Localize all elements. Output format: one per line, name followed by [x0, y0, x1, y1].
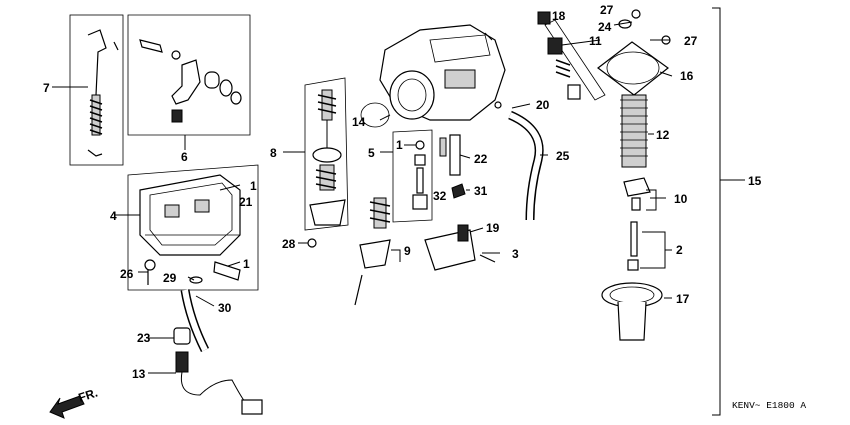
label-25: 25 [556, 149, 570, 163]
fr-label: FR. [77, 386, 100, 405]
part-5-group [380, 129, 433, 223]
label-17: 17 [676, 292, 690, 306]
label-12: 12 [656, 128, 670, 142]
label-18: 18 [552, 9, 566, 23]
label-28: 28 [282, 237, 296, 251]
part-9-group [354, 197, 391, 306]
label-26: 26 [120, 267, 134, 281]
label-24: 24 [598, 20, 612, 34]
carburetor-body [360, 24, 506, 128]
label-8: 8 [270, 146, 277, 160]
label-2: 2 [676, 243, 683, 257]
diagram-code: KENV~ E1800 A [732, 400, 806, 411]
label-9: 9 [404, 244, 411, 258]
label-16: 16 [680, 69, 694, 83]
hose-group [173, 289, 263, 415]
label-30: 30 [218, 301, 232, 315]
label-1a: 1 [250, 179, 257, 193]
label-31: 31 [474, 184, 488, 198]
label-1b: 1 [243, 257, 250, 271]
label-11: 11 [589, 34, 602, 48]
label-19: 19 [486, 221, 500, 235]
label-13: 13 [132, 367, 146, 381]
label-23: 23 [137, 331, 151, 345]
label-15: 15 [748, 174, 762, 188]
label-20: 20 [536, 98, 550, 112]
label-1c: 1 [396, 138, 403, 152]
part-4-group [115, 164, 259, 291]
label-27b: 27 [684, 34, 698, 48]
label-5: 5 [368, 146, 375, 160]
front-direction-arrow: FR. [49, 386, 100, 419]
leader-lines [138, 21, 673, 374]
label-4: 4 [110, 209, 117, 223]
label-32: 32 [433, 189, 447, 203]
part-6-group [127, 14, 251, 150]
label-14: 14 [352, 115, 366, 129]
label-22: 22 [474, 152, 488, 166]
label-21: 21 [239, 195, 253, 209]
label-7: 7 [43, 81, 50, 95]
label-3: 3 [512, 247, 519, 261]
part-3-group [424, 224, 496, 271]
label-6: 6 [181, 150, 188, 164]
right-parts-group [537, 9, 671, 341]
label-29: 29 [163, 271, 177, 285]
label-10: 10 [674, 192, 688, 206]
part-7-group [52, 14, 124, 166]
bracket-15 [712, 7, 721, 416]
label-27a: 27 [600, 3, 614, 17]
part-8-group [283, 77, 349, 248]
